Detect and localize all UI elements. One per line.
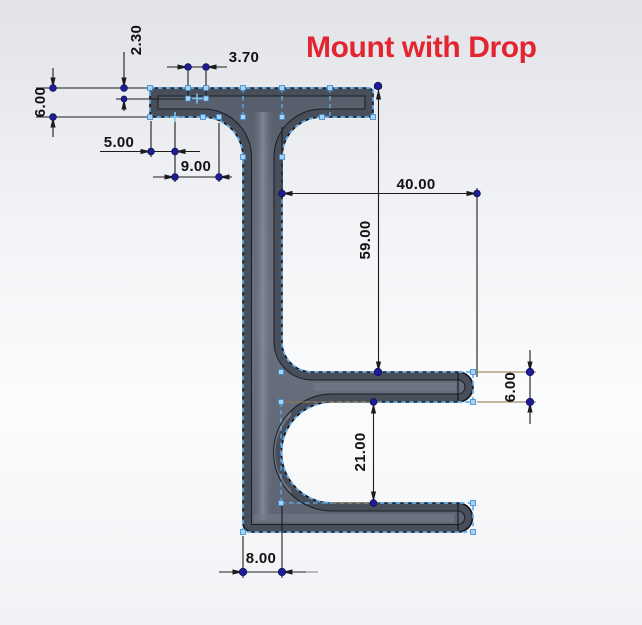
- dim-label-40-00[interactable]: 40.00: [396, 176, 435, 193]
- dimension-points[interactable]: [49, 63, 535, 577]
- sketch-profile-outline[interactable]: [149, 87, 474, 533]
- arm-highlight-bottom: [254, 514, 454, 522]
- sketch-points[interactable]: [147, 85, 476, 535]
- sketch-cross-markers[interactable]: [170, 93, 202, 123]
- dim-label-6-00-right[interactable]: 6.00: [502, 372, 519, 402]
- dim-label-59-00[interactable]: 59.00: [357, 220, 374, 259]
- dim-label-6-00-left[interactable]: 6.00: [32, 87, 49, 117]
- part-title-annotation[interactable]: Mount with Drop: [306, 31, 537, 64]
- dim-label-8-00[interactable]: 8.00: [246, 550, 276, 567]
- dim-label-5-00[interactable]: 5.00: [104, 134, 134, 151]
- dim-label-21-00[interactable]: 21.00: [352, 432, 369, 471]
- extension-lines-black: [36, 71, 478, 578]
- dim-label-2-30[interactable]: 2.30: [128, 25, 145, 55]
- arm-highlight-middle: [314, 383, 456, 391]
- dimension-arrowheads: [50, 64, 533, 575]
- dim-label-9-00[interactable]: 9.00: [181, 158, 211, 175]
- web-highlight: [251, 112, 275, 520]
- dimension-labels: 2.30 6.00 3.70 5.00 9.00 40.00 59.00 6.0…: [32, 25, 519, 567]
- dim-label-3-70[interactable]: 3.70: [229, 49, 259, 66]
